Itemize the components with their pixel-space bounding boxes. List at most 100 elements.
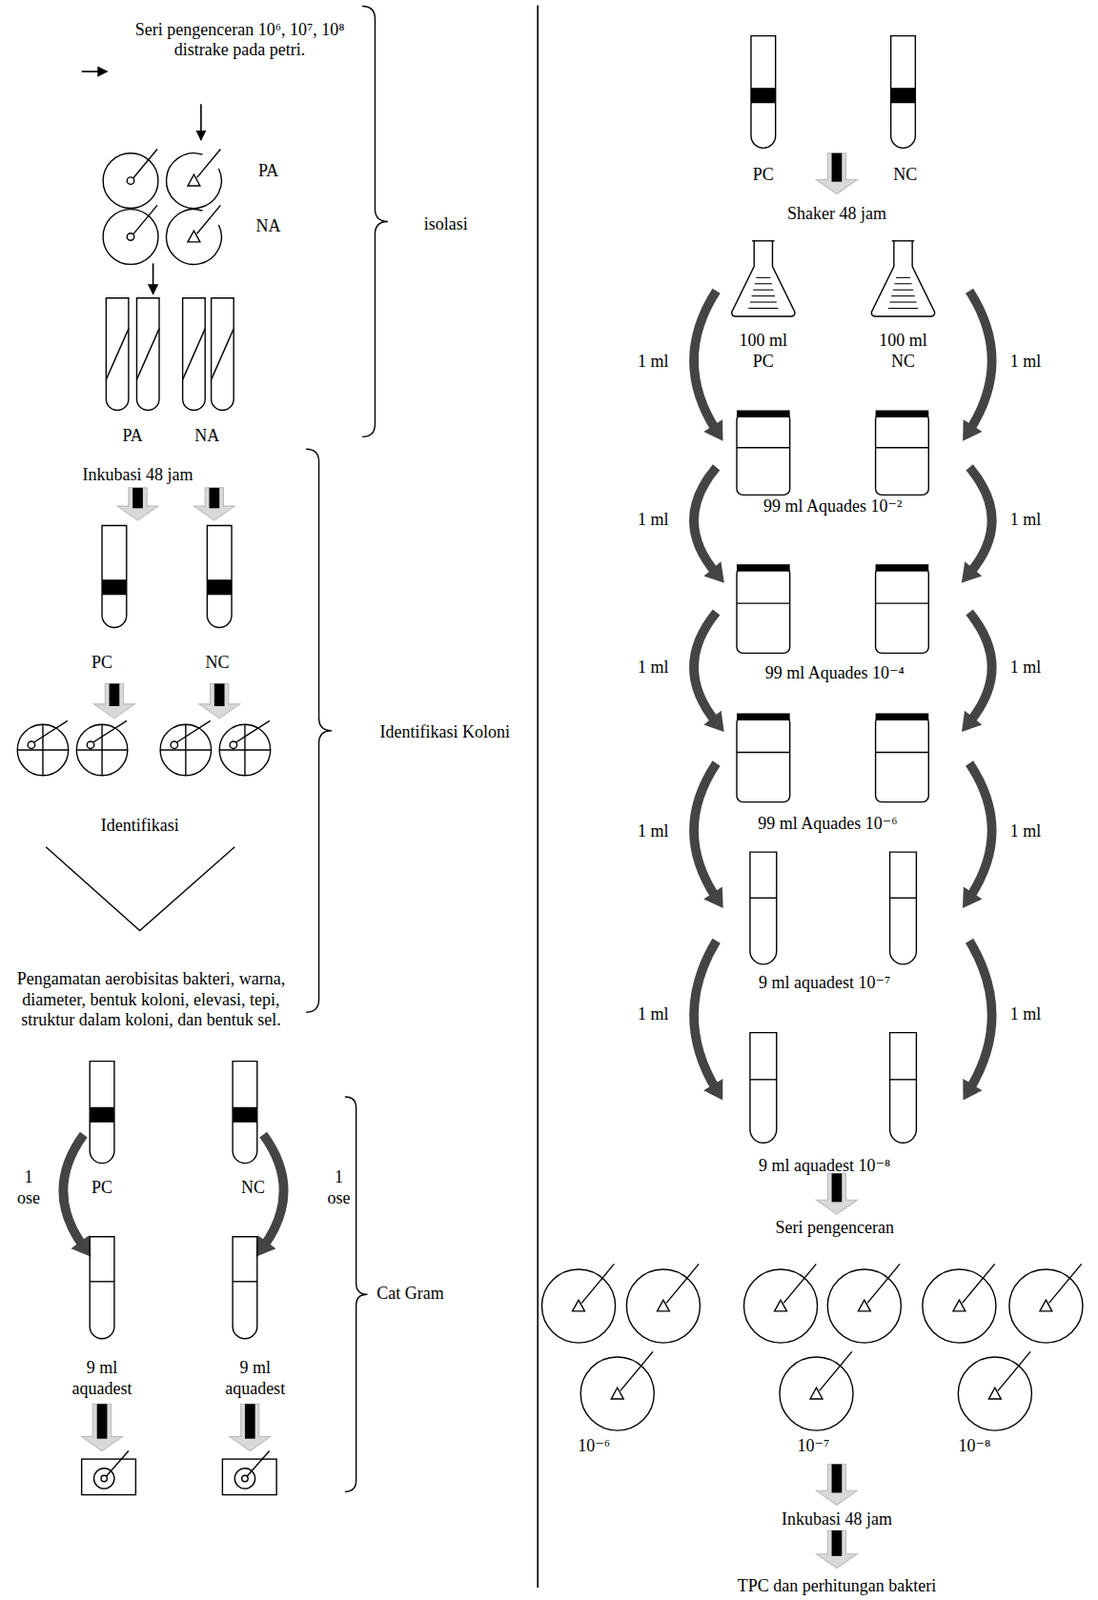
flow-arrow [229,1403,271,1451]
transfer-arrow [969,940,993,1090]
label-text: 1 ml [637,657,670,679]
spreader-handle [867,1263,900,1303]
transfer-arrow-head [70,1235,91,1258]
petri-dish [827,1269,901,1343]
quadrant-line [184,724,186,776]
erlenmeyer-flask [732,241,795,317]
spreader-handle [819,1351,853,1391]
flask-rim [892,240,915,242]
test-tube [890,852,917,965]
bottle [736,567,791,653]
bottle [736,413,791,496]
label-text: 99 ml Aquades 10⁻⁴ [765,663,905,685]
flow-arrow-shaft [208,488,220,509]
arrow [81,70,108,73]
culture-band [89,1107,115,1123]
flow-arrow-shaft [244,1403,256,1439]
loop-handle [93,720,127,743]
curly-brace [305,448,332,1013]
graduation-mark [890,301,917,303]
curly-brace [362,6,388,438]
graduation-mark [888,307,918,309]
quadrant-line [101,724,102,776]
spreader-handle [997,1351,1031,1391]
glass-slide [222,1459,277,1495]
agar-slant [136,328,160,381]
label-text: 1 ml [637,821,670,843]
label-text: 1 ose [323,1168,354,1210]
flow-arrow-shaft [97,1403,108,1439]
test-tube [105,298,129,411]
label-text: TPC dan perhitungan bakteri [737,1576,936,1598]
label-text: 10⁻⁶ [577,1436,610,1458]
transfer-arrow-head [703,711,724,732]
petri-dish [219,724,271,776]
test-tube [101,526,127,629]
graduation-mark [752,295,776,297]
petri-dish [957,1357,1032,1431]
graduation-mark [755,277,771,279]
liquid-level [875,752,930,753]
transfer-arrow [969,612,993,724]
flow-arrow [816,1173,858,1215]
agar-slant [105,328,129,381]
transfer-arrow-head [962,1078,982,1101]
label-text: Shaker 48 jam [787,203,887,225]
flow-arrow [816,153,858,195]
label-text: 1 ml [1010,821,1042,843]
petri-dish [102,209,159,265]
label-text: 100 ml PC [734,331,792,373]
loop-handle [133,204,158,234]
label-text: Seri pengenceran 10⁶, 10⁷, 10⁸ distrake … [124,20,355,61]
label-text: 10⁻⁷ [796,1436,830,1458]
arrow [200,103,203,140]
flow-arrow-shaft [832,1173,843,1202]
label-text: NC [241,1178,265,1200]
inoculating-loop [170,741,178,749]
spreader-handle [666,1263,699,1303]
inoculating-loop [126,233,134,241]
label-text: 99 ml Aquades 10⁻² [763,496,902,518]
test-tube [232,1061,258,1164]
label-text: 1 ml [1010,351,1042,373]
transfer-arrow-head [962,886,982,909]
transfer-arrow [693,612,717,724]
label-text: 9 ml aquadest 10⁻⁸ [758,1156,891,1178]
inoculating-loop [86,741,94,749]
agar-slant [183,328,206,381]
bottle [875,413,930,496]
label-text: NC [205,652,230,674]
culture-band [206,579,232,595]
label-text: NC [893,164,917,186]
graduation-mark [752,289,773,291]
bottle-cap [736,712,791,720]
transfer-arrow [969,467,993,573]
bottle [875,716,930,803]
label-text: Inkubasi 48 jam [82,465,194,487]
transfer-arrow-head [703,419,723,442]
label-text: NA [194,426,220,448]
label-text: NA [256,216,282,238]
bottle-cap [875,712,930,720]
spreader-handle [1049,1263,1082,1303]
petri-dish [76,724,128,776]
label-text: 1 ml [1010,1004,1042,1026]
liquid-level [750,1078,777,1080]
transfer-arrow-head [703,886,723,909]
label-text: Identifikasi [101,815,180,837]
petri-dish [580,1357,654,1431]
label-text: 99 ml Aquades 10⁻⁶ [757,813,897,835]
culture-band [101,579,127,595]
label-text: 9 ml aquadest [66,1359,139,1401]
loop-handle [176,720,210,743]
culture-band [232,1107,258,1123]
test-tube [890,1033,917,1144]
label-text: 9 ml aquadest 10⁻⁷ [758,973,891,995]
spreader-handle [783,1263,816,1303]
petri-dish [17,724,69,776]
transfer-arrow [969,763,993,898]
spreader-handle [197,148,222,178]
flask-rim [752,240,775,242]
transfer-arrow [263,1135,284,1248]
